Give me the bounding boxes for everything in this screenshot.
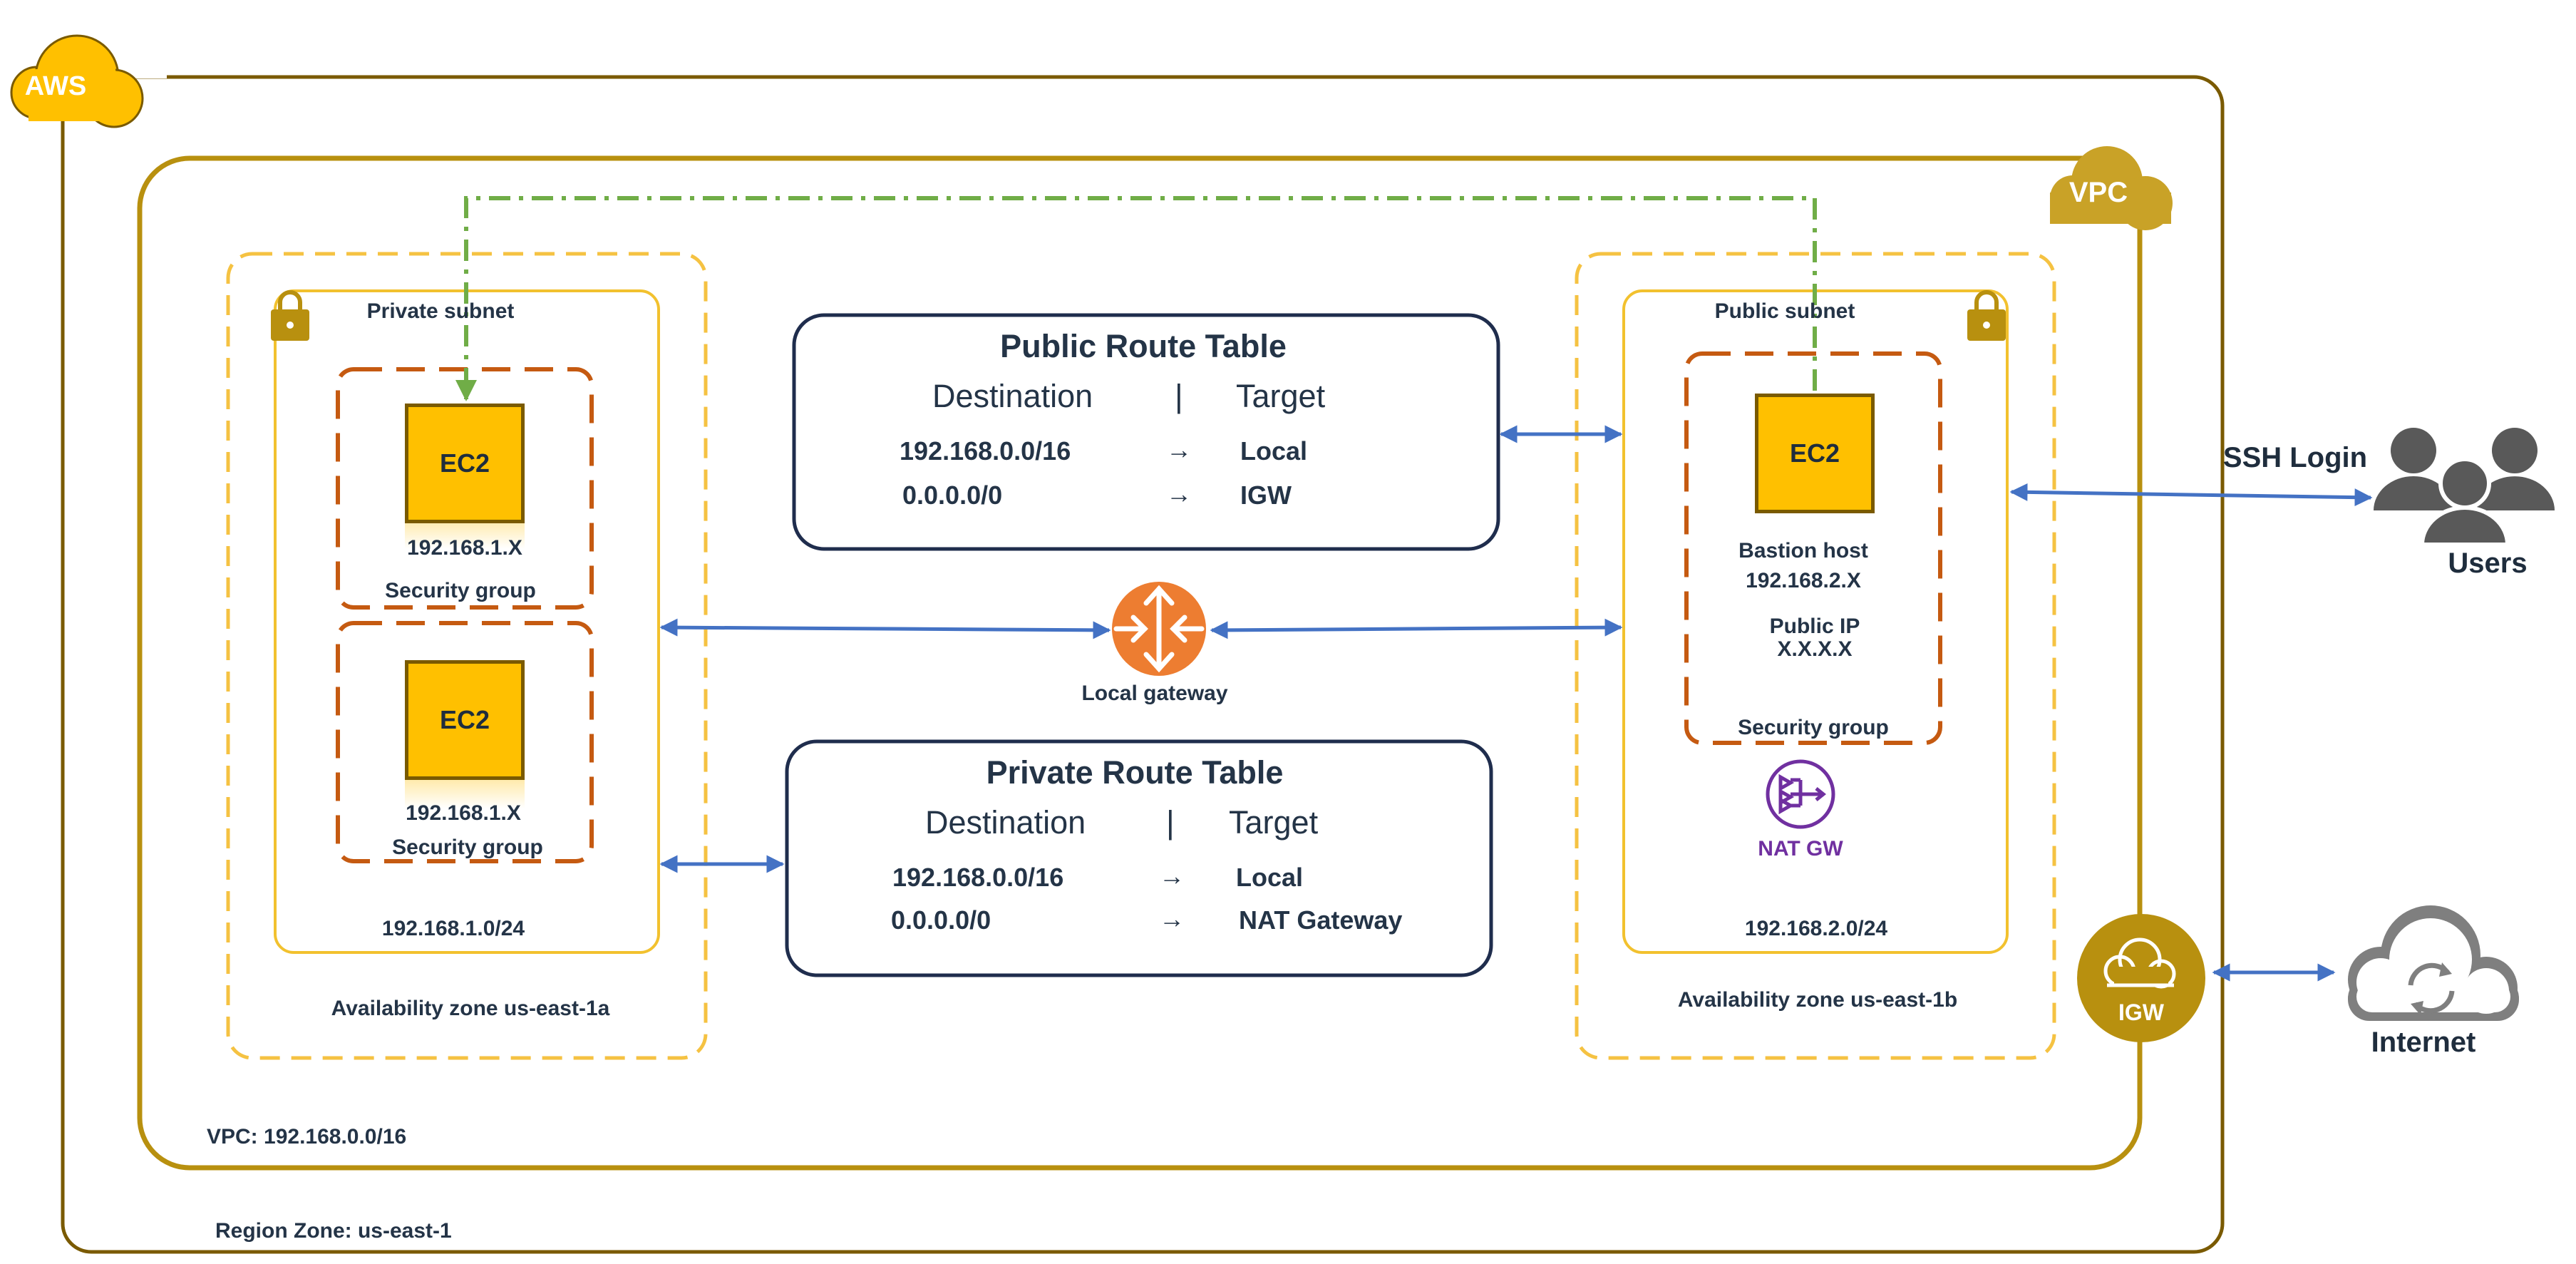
- igw-icon: [2077, 914, 2205, 1042]
- public-route-table-title: Public Route Table: [1000, 328, 1287, 364]
- ec2-reflection: [405, 519, 525, 549]
- local-gateway-label: Local gateway: [1081, 682, 1228, 705]
- arrow-private-subnet-to-local-gw: [659, 618, 1111, 639]
- public-route-table-box: [792, 313, 1500, 551]
- az-a-boundary: [226, 252, 708, 1060]
- public-ip-label: Public IP: [1769, 615, 1860, 638]
- arrow-local-gw-to-public-subnet: [1210, 618, 1623, 639]
- bastion-ip: 192.168.2.X: [1746, 569, 1861, 592]
- connector-arrows: [659, 425, 2373, 982]
- users-icon: [2374, 428, 2555, 547]
- private-subnet-cidr: 192.168.1.0/24: [381, 917, 525, 940]
- router-icon: [1112, 582, 1206, 676]
- igw-label: IGW: [2118, 1000, 2164, 1025]
- region-zone-label: Region Zone: us-east-1: [215, 1219, 452, 1243]
- sg-a1-label: Security group: [385, 579, 536, 602]
- sg-b-label: Security group: [1738, 716, 1889, 739]
- public-ip-value: X.X.X.X: [1777, 637, 1853, 661]
- lock-icon: [1967, 290, 2006, 341]
- internet-label: Internet: [2371, 1027, 2476, 1058]
- vpc-label: VPC: [2068, 177, 2128, 208]
- public-rt-route-1-arrow: →: [1166, 435, 1192, 464]
- public-rt-separator: |: [1175, 378, 1183, 414]
- internet-cloud-icon: [2348, 905, 2519, 1021]
- region-boundary: [61, 75, 2225, 1254]
- arrow-public-subnet-to-users: [2009, 483, 2373, 507]
- lock-icon: [271, 290, 309, 341]
- bastion-role-label: Bastion host: [1738, 539, 1868, 562]
- private-rt-route-1-destination: 192.168.0.0/16: [892, 863, 1064, 892]
- users-label: Users: [2448, 548, 2528, 579]
- az-b-boundary: [1575, 252, 2056, 1060]
- ec2-a2-ip: 192.168.1.X: [406, 801, 521, 825]
- az-b-label: Availability zone us-east-1b: [1677, 988, 1958, 1012]
- public-rt-route-1-destination: 192.168.0.0/16: [900, 436, 1071, 466]
- public-subnet-cidr: 192.168.2.0/24: [1744, 917, 1888, 940]
- public-subnet-title: Public subnet: [1714, 299, 1855, 323]
- private-rt-target-header: Target: [1229, 804, 1319, 841]
- ec2-instance-a2[interactable]: EC2: [405, 660, 525, 780]
- vpc-boundary: [137, 155, 2143, 1171]
- public-rt-route-2-target: IGW: [1240, 481, 1292, 510]
- vpc-cidr-label: VPC: 192.168.0.0/16: [207, 1125, 407, 1149]
- aws-cloud-icon: [4, 0, 167, 128]
- aws-label: AWS: [24, 71, 87, 101]
- private-rt-route-1-arrow: →: [1159, 861, 1185, 890]
- nat-gateway-icon: [1766, 759, 1835, 829]
- sg-a2-label: Security group: [392, 836, 543, 859]
- public-rt-target-header: Target: [1236, 378, 1326, 414]
- private-rt-destination-header: Destination: [925, 804, 1086, 841]
- ec2-bastion-host[interactable]: EC2: [1755, 394, 1875, 513]
- private-route-table-box: [785, 739, 1493, 977]
- nat-gw-label: NAT GW: [1758, 837, 1843, 860]
- public-rt-destination-header: Destination: [932, 378, 1093, 414]
- ec2-reflection: [405, 779, 525, 808]
- ssh-login-label: SSH Login: [2222, 442, 2368, 473]
- public-rt-route-1-target: Local: [1240, 436, 1308, 466]
- sg-a2-boundary: [336, 621, 594, 863]
- private-rt-route-1-target: Local: [1236, 863, 1304, 892]
- ec2-instance-a1[interactable]: EC2: [405, 404, 525, 523]
- ec2-a1-ip: 192.168.1.X: [407, 536, 522, 560]
- sg-b-boundary: [1684, 351, 1942, 745]
- public-rt-route-2-arrow: →: [1166, 479, 1192, 508]
- private-rt-route-2-destination: 0.0.0.0/0: [891, 905, 991, 935]
- private-rt-separator: |: [1166, 804, 1175, 841]
- private-subnet-title: Private subnet: [366, 299, 515, 323]
- az-a-label: Availability zone us-east-1a: [331, 997, 610, 1020]
- public-rt-route-2-destination: 0.0.0.0/0: [902, 481, 1003, 510]
- ssh-forward-path: [455, 196, 1817, 401]
- private-rt-route-2-arrow: →: [1159, 904, 1185, 933]
- vpc-cloud-icon: [2050, 146, 2173, 230]
- private-rt-route-2-target: NAT Gateway: [1239, 905, 1403, 935]
- private-route-table-title: Private Route Table: [986, 754, 1284, 791]
